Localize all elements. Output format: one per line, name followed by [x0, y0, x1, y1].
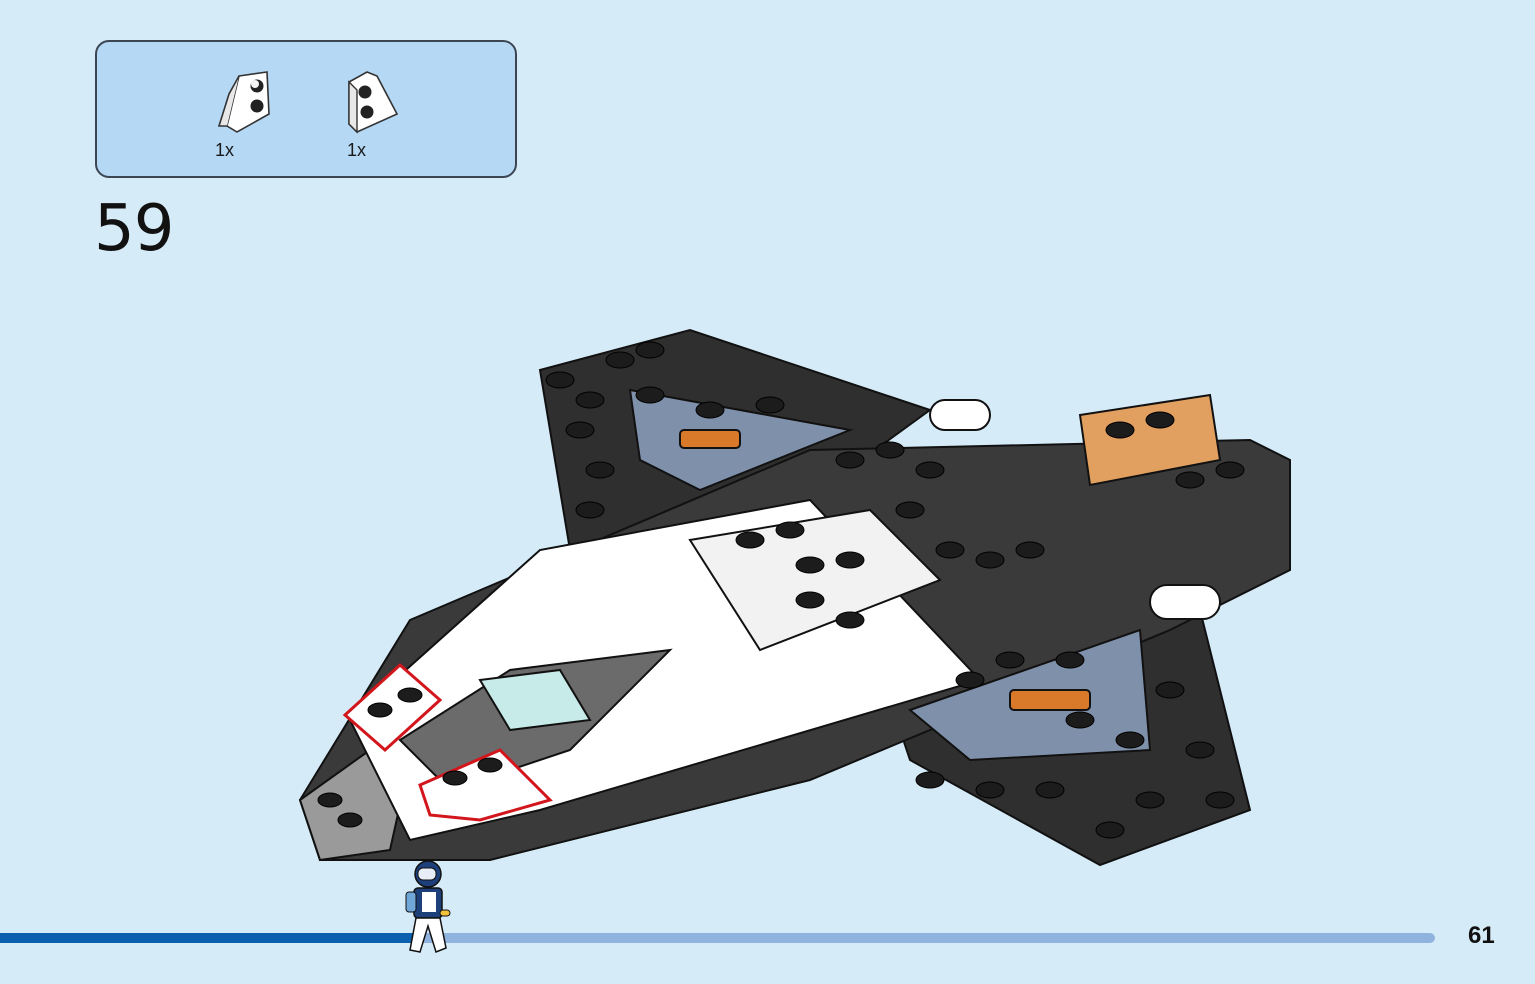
astronaut-minifigure-icon [405, 860, 451, 953]
part-quantity: 1x [347, 140, 367, 160]
page-number: 61 [1468, 922, 1495, 949]
spaceship-model-illustration [298, 328, 1291, 867]
wedge-plate-right-icon [348, 71, 399, 134]
parts-list-callout: 1x 1x [95, 40, 517, 178]
part-quantity: 1x [215, 140, 235, 160]
progress-bar-fill [0, 933, 424, 943]
part-item-wedge-right: 1x [343, 64, 423, 164]
step-number: 59 [94, 192, 174, 266]
part-item-wedge-left: 1x [209, 64, 289, 164]
wedge-plate-left-icon [217, 71, 270, 133]
progress-bar [0, 933, 1435, 943]
